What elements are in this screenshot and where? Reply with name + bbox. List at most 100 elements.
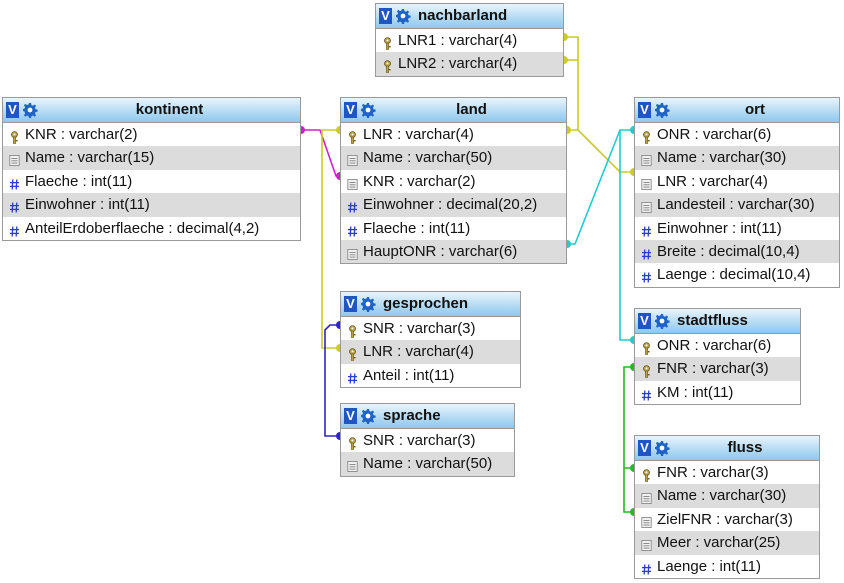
key-icon bbox=[641, 362, 652, 379]
column-row[interactable]: Meer : varchar(25) bbox=[635, 531, 819, 555]
table-header[interactable]: V fluss bbox=[635, 436, 819, 461]
column-row[interactable]: Name : varchar(30) bbox=[635, 484, 819, 508]
table-header[interactable]: V stadtfluss bbox=[635, 309, 800, 334]
column-list: LNR : varchar(4) Name : varchar(50) KNR : … bbox=[341, 123, 566, 264]
table-ort[interactable]: V ort ONR : varchar(6)Name : varchar(30)… bbox=[634, 97, 840, 288]
text-field-icon bbox=[641, 513, 652, 528]
table-toggle-icon[interactable]: V bbox=[344, 296, 357, 312]
column-label: FNR : varchar(3) bbox=[657, 464, 769, 481]
column-row[interactable]: Flaeche : int(11) bbox=[341, 217, 566, 240]
column-row[interactable]: LNR : varchar(4) bbox=[341, 123, 566, 146]
column-row[interactable]: Einwohner : int(11) bbox=[3, 193, 300, 217]
column-row[interactable]: LNR1 : varchar(4) bbox=[376, 29, 563, 52]
text-field-icon bbox=[347, 245, 358, 260]
column-row[interactable]: KM : int(11) bbox=[635, 381, 800, 404]
table-title: kontinent bbox=[135, 101, 204, 118]
table-toggle-icon[interactable]: V bbox=[638, 102, 651, 118]
column-label: Landesteil : varchar(30) bbox=[657, 196, 815, 214]
table-title: land bbox=[456, 101, 487, 118]
column-row[interactable]: Laenge : int(11) bbox=[635, 555, 819, 578]
table-land[interactable]: V land LNR : varchar(4) Name : varchar(50… bbox=[340, 97, 567, 265]
column-row[interactable]: FNR : varchar(3) bbox=[635, 357, 800, 381]
column-label: Name : varchar(30) bbox=[657, 487, 787, 505]
column-row[interactable]: ZielFNR : varchar(3) bbox=[635, 508, 819, 531]
table-title: gesprochen bbox=[383, 295, 469, 312]
column-row[interactable]: SNR : varchar(3) bbox=[341, 429, 514, 452]
column-row[interactable]: Name : varchar(50) bbox=[341, 452, 514, 476]
gear-icon[interactable] bbox=[360, 296, 376, 312]
table-header[interactable]: V sprache bbox=[341, 404, 514, 429]
text-field-icon bbox=[641, 175, 652, 190]
column-row[interactable]: KNR : varchar(2) bbox=[3, 123, 300, 146]
table-toggle-icon[interactable]: V bbox=[344, 102, 357, 118]
column-list: SNR : varchar(3) LNR : varchar(4) Anteil :… bbox=[341, 317, 520, 387]
column-row[interactable]: Name : varchar(50) bbox=[341, 146, 566, 170]
gear-icon[interactable] bbox=[395, 8, 411, 24]
column-row[interactable]: ONR : varchar(6) bbox=[635, 123, 839, 146]
key-icon bbox=[9, 128, 20, 144]
table-header[interactable]: V nachbarland bbox=[376, 4, 563, 29]
gear-icon[interactable] bbox=[654, 102, 670, 118]
column-row[interactable]: Name : varchar(30) bbox=[635, 146, 839, 170]
text-field-icon bbox=[641, 198, 652, 214]
table-header[interactable]: V kontinent bbox=[3, 98, 300, 123]
gear-icon[interactable] bbox=[654, 313, 670, 329]
column-label: LNR1 : varchar(4) bbox=[398, 32, 518, 49]
column-row[interactable]: FNR : varchar(3) bbox=[635, 461, 819, 484]
text-field-icon bbox=[641, 151, 652, 167]
relation-nachbarland-land bbox=[564, 36, 634, 173]
text-field-icon bbox=[347, 457, 358, 473]
column-row[interactable]: Einwohner : decimal(20,2) bbox=[341, 193, 566, 217]
column-label: SNR : varchar(3) bbox=[363, 320, 476, 337]
number-field-icon bbox=[641, 245, 652, 260]
column-row[interactable]: KNR : varchar(2) bbox=[341, 170, 566, 193]
column-list: ONR : varchar(6)Name : varchar(30)LNR : … bbox=[635, 123, 839, 287]
column-row[interactable]: Landesteil : varchar(30) bbox=[635, 193, 839, 217]
column-row[interactable]: SNR : varchar(3) bbox=[341, 317, 520, 340]
column-row[interactable]: HauptONR : varchar(6) bbox=[341, 239, 566, 264]
column-row[interactable]: Laenge : decimal(10,4) bbox=[635, 263, 839, 286]
gear-icon[interactable] bbox=[654, 440, 670, 456]
table-header[interactable]: V gesprochen bbox=[341, 292, 520, 317]
column-row[interactable]: Anteil : int(11) bbox=[341, 364, 520, 387]
table-fluss[interactable]: V fluss FNR : varchar(3) Name : varchar(3… bbox=[634, 435, 820, 579]
table-toggle-icon[interactable]: V bbox=[638, 313, 651, 329]
text-field-icon bbox=[641, 536, 652, 552]
column-row[interactable]: Breite : decimal(10,4) bbox=[635, 239, 839, 264]
text-field-icon bbox=[347, 175, 358, 190]
column-row[interactable]: Name : varchar(15) bbox=[3, 146, 300, 170]
column-label: Name : varchar(50) bbox=[363, 149, 493, 167]
table-header[interactable]: V ort bbox=[635, 98, 839, 123]
gear-icon[interactable] bbox=[360, 102, 376, 118]
column-list: KNR : varchar(2)Name : varchar(15)Flaech… bbox=[3, 123, 300, 240]
column-label: ONR : varchar(6) bbox=[657, 337, 772, 354]
gear-icon[interactable] bbox=[22, 102, 38, 118]
number-field-icon bbox=[9, 198, 20, 213]
column-label: LNR : varchar(4) bbox=[363, 126, 474, 143]
column-list: FNR : varchar(3) Name : varchar(30) ZielFN… bbox=[635, 461, 819, 578]
key-icon bbox=[641, 466, 652, 482]
column-row[interactable]: LNR : varchar(4) bbox=[635, 170, 839, 193]
column-label: Laenge : int(11) bbox=[657, 557, 761, 575]
table-header[interactable]: V land bbox=[341, 98, 566, 123]
table-stadtfluss[interactable]: V stadtfluss ONR : varchar(6) FNR : varch… bbox=[634, 308, 801, 406]
key-icon bbox=[641, 128, 652, 144]
table-nachbarland[interactable]: V nachbarland LNR1 : varchar(4) LNR2 : va… bbox=[375, 3, 564, 77]
table-toggle-icon[interactable]: V bbox=[344, 408, 357, 424]
table-gesprochen[interactable]: V gesprochen SNR : varchar(3) LNR : varch… bbox=[340, 291, 521, 389]
column-list: LNR1 : varchar(4) LNR2 : varchar(4) bbox=[376, 29, 563, 76]
table-toggle-icon[interactable]: V bbox=[638, 440, 651, 456]
column-row[interactable]: Einwohner : int(11) bbox=[635, 217, 839, 240]
column-row[interactable]: LNR : varchar(4) bbox=[341, 340, 520, 364]
key-icon bbox=[347, 345, 358, 362]
table-toggle-icon[interactable]: V bbox=[6, 102, 19, 118]
column-row[interactable]: AnteilErdoberflaeche : decimal(4,2) bbox=[3, 217, 300, 240]
gear-icon[interactable] bbox=[360, 408, 376, 424]
column-label: Anteil : int(11) bbox=[363, 366, 455, 384]
table-sprache[interactable]: V sprache SNR : varchar(3)Name : varchar… bbox=[340, 403, 515, 477]
column-row[interactable]: Flaeche : int(11) bbox=[3, 170, 300, 193]
table-kontinent[interactable]: V kontinent KNR : varchar(2)Name : varch… bbox=[2, 97, 301, 241]
column-row[interactable]: LNR2 : varchar(4) bbox=[376, 52, 563, 76]
table-toggle-icon[interactable]: V bbox=[379, 8, 392, 24]
column-row[interactable]: ONR : varchar(6) bbox=[635, 334, 800, 357]
